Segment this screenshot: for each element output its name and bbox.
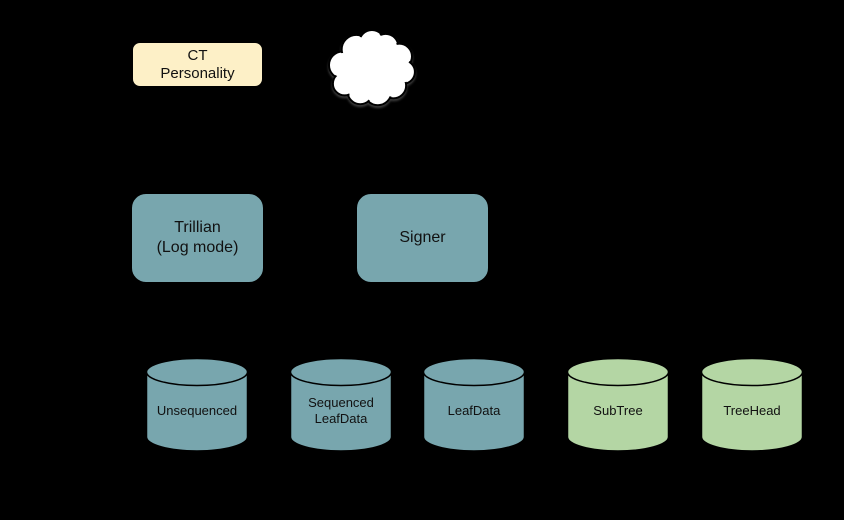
- db-label: Unsequenced: [156, 403, 238, 418]
- node-signer-label: Signer: [399, 229, 446, 246]
- db-cylinder-sequenced-leafdata[interactable]: Sequenced LeafData: [289, 357, 393, 453]
- cylinder-shape: [422, 357, 526, 452]
- db-cylinder-leafdata[interactable]: LeafData: [422, 357, 526, 453]
- db-label: TreeHead: [723, 403, 781, 418]
- cylinder-shape: [566, 357, 670, 452]
- node-ct-personality-label: CT Personality: [160, 46, 235, 82]
- db-label: SubTree: [593, 403, 643, 418]
- db-label: LeafData: [447, 403, 501, 418]
- db-label: Sequenced LeafData: [308, 395, 374, 426]
- db-cylinder-treehead[interactable]: TreeHead: [700, 357, 804, 453]
- cylinder-shape: [289, 357, 393, 452]
- db-cylinder-subtree[interactable]: SubTree: [566, 357, 670, 453]
- db-cylinder-unsequenced[interactable]: Unsequenced: [145, 357, 249, 453]
- cylinder-shape: [145, 357, 249, 452]
- node-trillian[interactable]: Trillian (Log mode): [130, 192, 265, 284]
- node-trillian-label: Trillian (Log mode): [156, 219, 239, 256]
- cloud-icon[interactable]: [322, 30, 418, 112]
- node-signer[interactable]: Signer: [355, 192, 490, 284]
- node-ct-personality[interactable]: CT Personality: [131, 41, 264, 88]
- cylinder-shape: [700, 357, 804, 452]
